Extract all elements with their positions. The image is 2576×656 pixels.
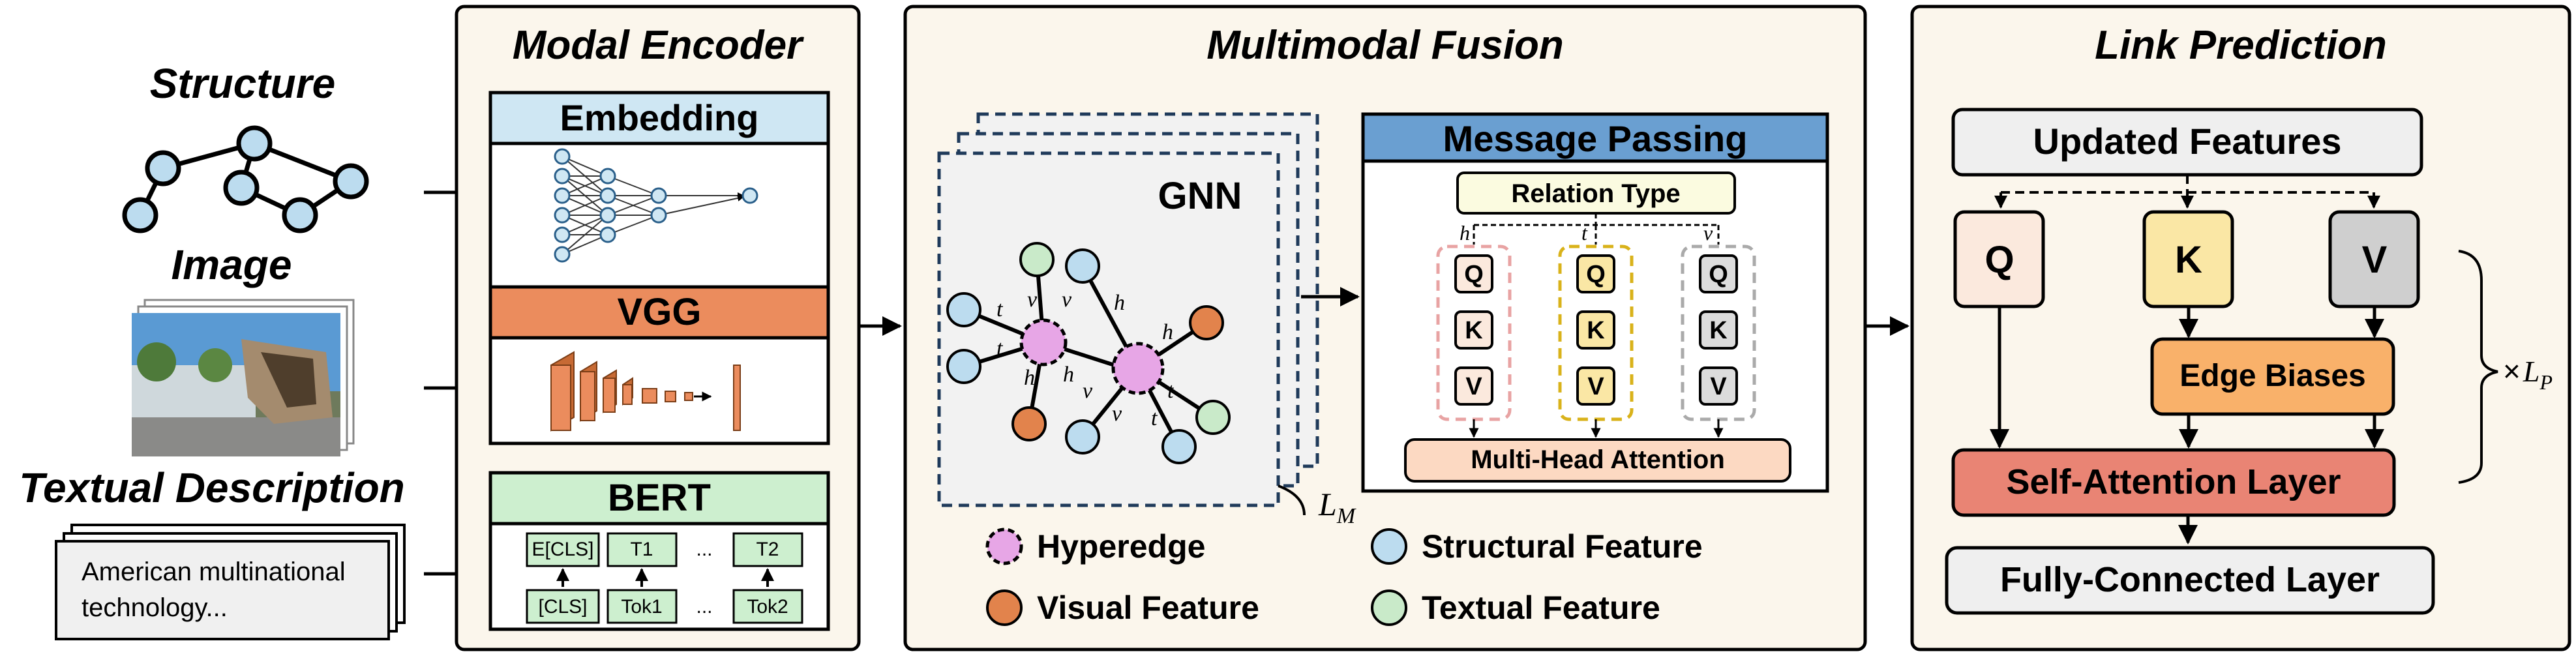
mp-v-label: v [1703, 221, 1713, 245]
cnn-layers-icon [550, 351, 741, 432]
multimodal-fusion-panel: Multimodal Fusion GNN LM [903, 5, 1867, 651]
bert-top-1: T1 [630, 539, 653, 560]
neural-network-icon [554, 148, 758, 263]
mp-v-h: V [1465, 373, 1482, 400]
legend: Hyperedge Visual Feature Structural Feat… [985, 528, 1703, 626]
layers-brace [1278, 485, 1306, 516]
link-prediction-panel: Link Prediction Updated Features Q K V E… [1910, 5, 2571, 651]
edge-t-4: t [1151, 406, 1158, 430]
mp-v-t: V [1587, 373, 1604, 400]
self-attention-label: Self-Attention Layer [2006, 462, 2341, 501]
bert-bottom-3: Tok2 [747, 596, 788, 618]
legend-textual: Textual Feature [1422, 589, 1660, 626]
text-document-icon: American multinational technology... [55, 524, 406, 640]
embedding-label: Embedding [560, 97, 759, 138]
mp-q-v: Q [1709, 261, 1728, 288]
edge-h-4: h [1162, 320, 1173, 344]
legend-structural: Structural Feature [1422, 528, 1703, 565]
embedding-block: Embedding [488, 91, 830, 310]
fully-connected-label: Fully-Connected Layer [2000, 560, 2380, 599]
mp-k-v: K [1709, 317, 1728, 344]
bert-top-3: T2 [756, 539, 779, 560]
link-prediction-title: Link Prediction [2095, 23, 2387, 68]
legend-visual: Visual Feature [1037, 589, 1259, 626]
lp-v-label: V [2362, 239, 2388, 281]
textual-description-label: Textual Description [19, 464, 405, 511]
mp-q-t: Q [1586, 261, 1606, 288]
bert-label: BERT [608, 477, 711, 519]
legend-hyperedge-swatch [985, 528, 1023, 565]
relation-type-label: Relation Type [1511, 179, 1680, 208]
bert-bottom-0: [CLS] [538, 596, 587, 618]
gnn-stack: GNN LM [937, 112, 1356, 528]
edge-v-2: v [1062, 288, 1072, 312]
vgg-label: VGG [618, 291, 702, 333]
message-passing-label: Message Passing [1443, 118, 1748, 159]
bert-top-2: ... [696, 539, 712, 560]
mp-h-label: h [1460, 221, 1470, 245]
structure-label: Structure [150, 60, 336, 107]
layers-label: LM [1318, 486, 1356, 528]
message-passing-block: Message Passing Relation Type h t v [1361, 112, 1829, 493]
legend-structural-swatch [1371, 528, 1407, 565]
mp-q-h: Q [1464, 261, 1484, 288]
bert-top-0: E[CLS] [532, 539, 593, 560]
building-photo-icon [132, 299, 355, 456]
input-column: Structure Image [19, 60, 491, 640]
hypergraph: t t v v h h v h h v t t [946, 242, 1231, 464]
bert-block: BERT E[CLS] T1 ... T2 [CLS] Tok1 ... Tok… [488, 471, 830, 631]
structure-graph-icon [122, 125, 369, 233]
mp-k-t: K [1587, 317, 1605, 344]
edge-h-3: h [1114, 291, 1125, 315]
modal-encoder-panel: Modal Encoder Embedding [455, 5, 861, 651]
edge-v-4: v [1112, 402, 1122, 426]
mha-label: Multi-Head Attention [1471, 445, 1725, 474]
edge-t-1: t [996, 297, 1004, 321]
legend-visual-swatch [986, 589, 1023, 626]
text-line-2: technology... [82, 593, 228, 622]
edge-t-2: t [996, 336, 1004, 361]
edge-v-3: v [1083, 379, 1093, 403]
mp-t-label: t [1581, 221, 1588, 245]
edge-h-2: h [1063, 363, 1074, 387]
text-line-1: American multinational [82, 558, 346, 586]
edge-biases-label: Edge Biases [2179, 359, 2365, 393]
gnn-label: GNN [1158, 175, 1242, 217]
lp-q-label: Q [1984, 239, 2014, 281]
bert-tokens: E[CLS] T1 ... T2 [CLS] Tok1 ... Tok2 [526, 532, 803, 624]
edge-v-1: v [1027, 288, 1038, 312]
image-label: Image [172, 241, 292, 288]
lp-repeat-label: ×LP [2503, 354, 2553, 394]
updated-features-label: Updated Features [2033, 121, 2342, 162]
edge-h-1: h [1024, 366, 1035, 390]
modal-encoder-title: Modal Encoder [513, 23, 804, 68]
lp-repeat-brace [2458, 250, 2498, 484]
mp-v-v: V [1710, 373, 1727, 400]
bert-bottom-2: ... [696, 596, 712, 618]
legend-hyperedge: Hyperedge [1037, 528, 1205, 565]
lp-k-label: K [2175, 239, 2202, 281]
vgg-block: VGG [488, 285, 830, 445]
mp-k-h: K [1465, 317, 1483, 344]
multimodal-fusion-title: Multimodal Fusion [1206, 23, 1564, 68]
edge-t-3: t [1167, 379, 1175, 403]
legend-textual-swatch [1371, 589, 1407, 626]
bert-bottom-1: Tok1 [621, 596, 662, 618]
